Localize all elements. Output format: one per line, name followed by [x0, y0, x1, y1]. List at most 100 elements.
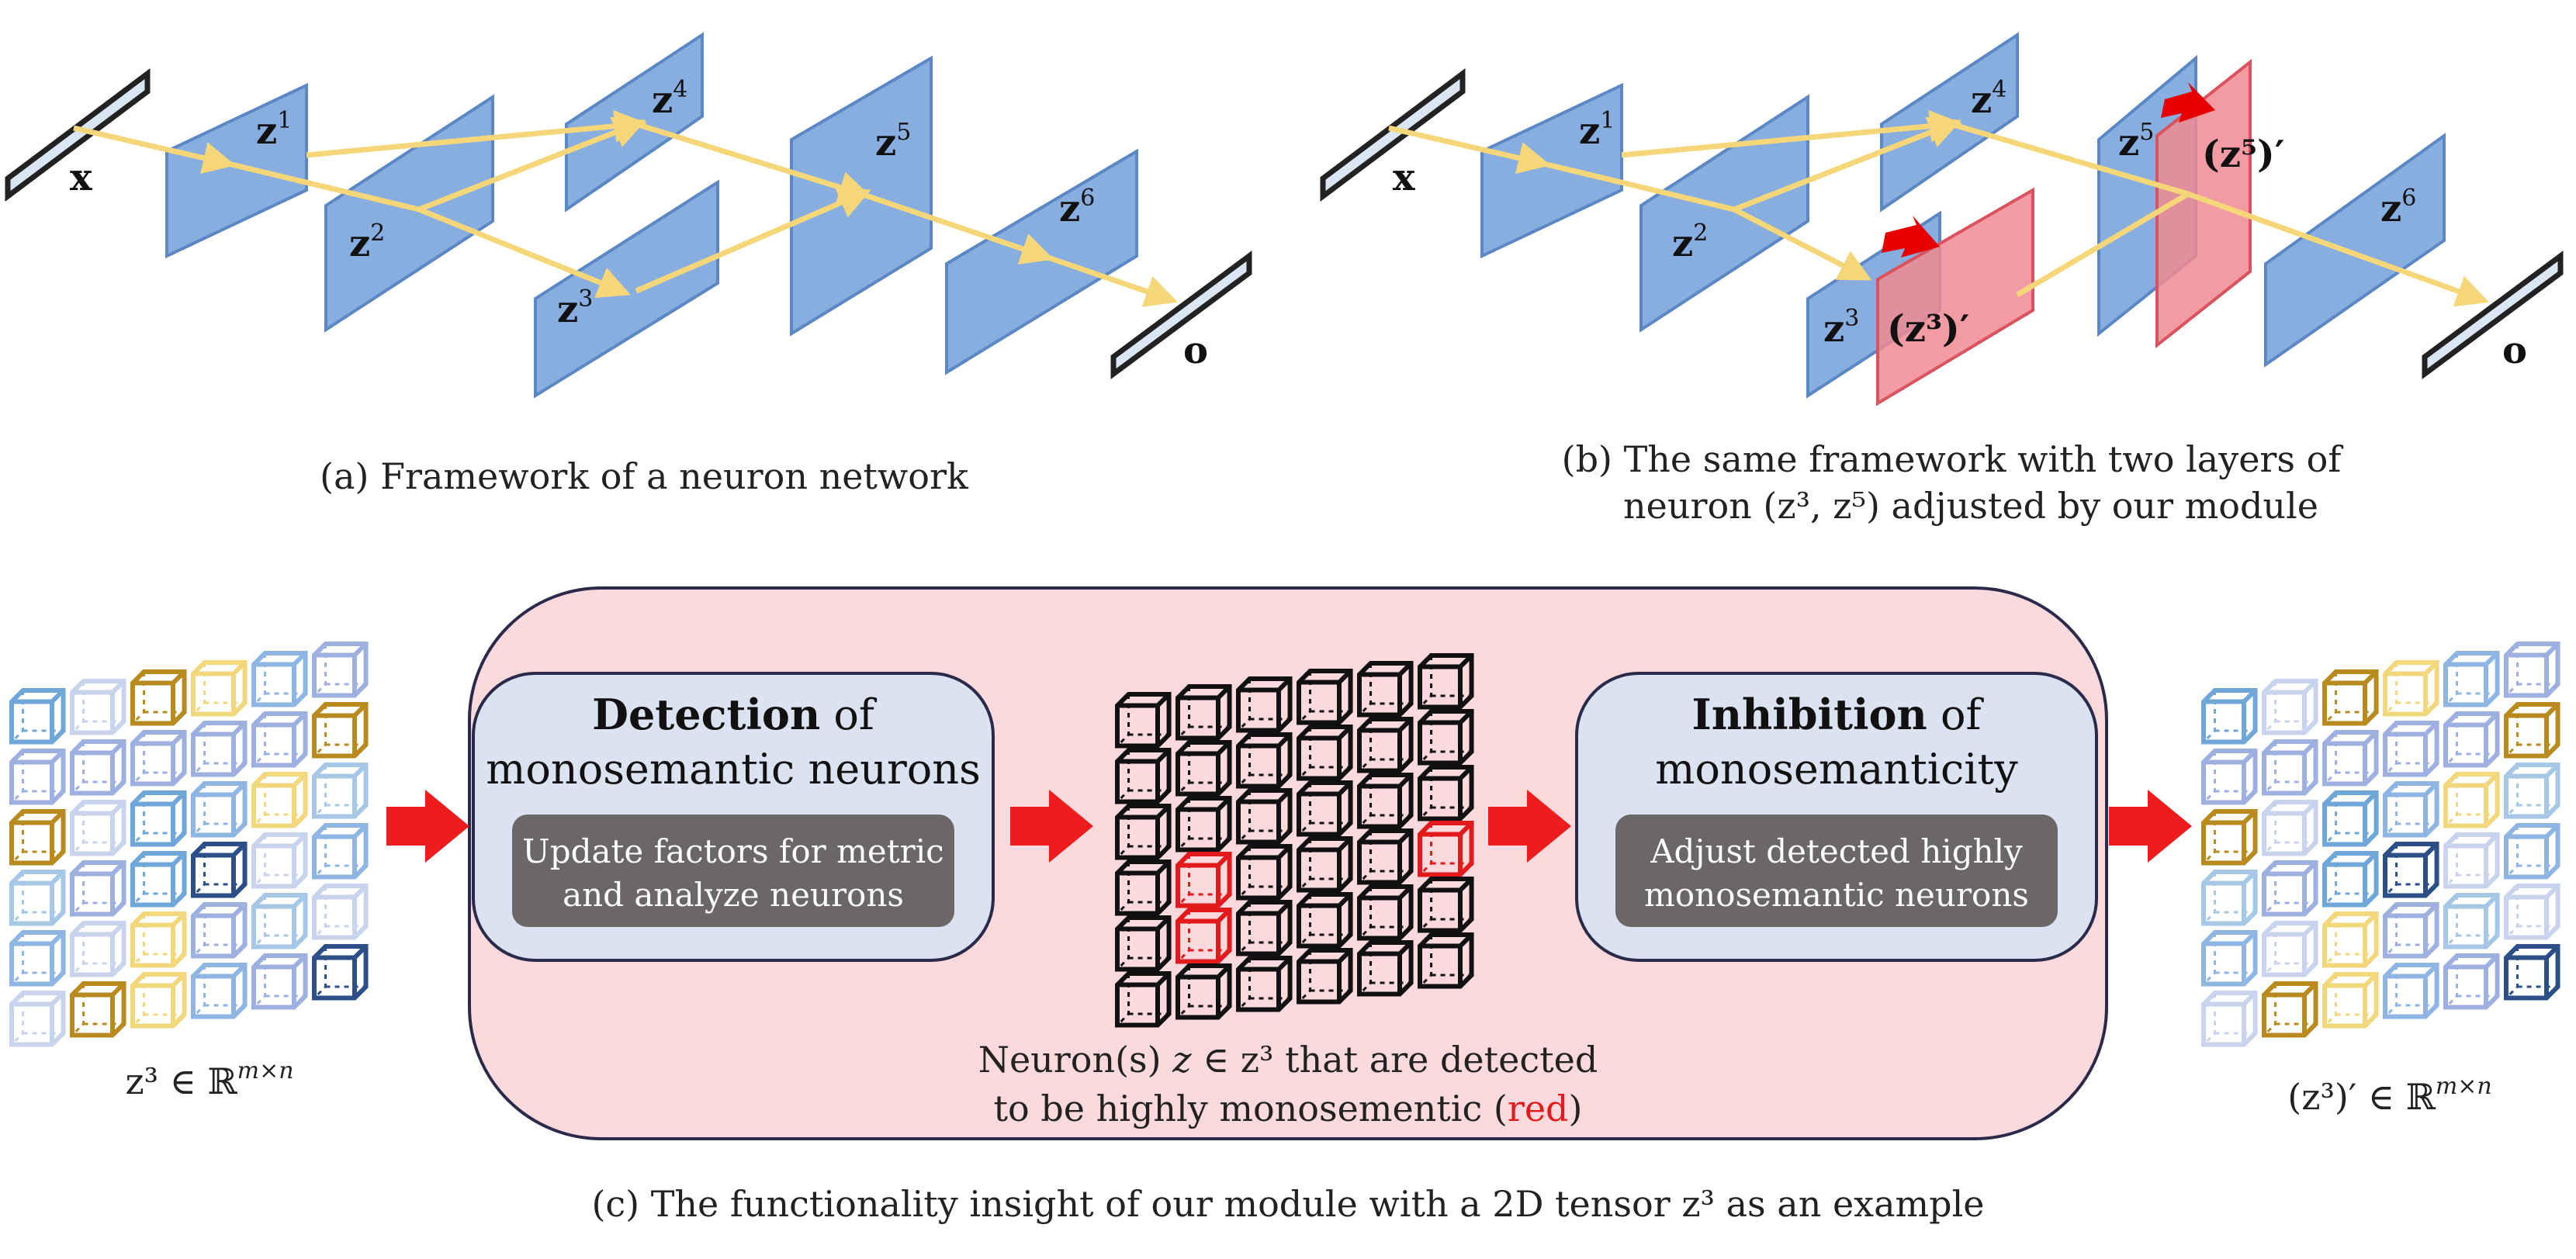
output-bar-o	[1110, 251, 1252, 379]
middle-cube	[1236, 732, 1293, 789]
left-cube	[130, 972, 187, 1029]
right-tensor-label: (z³)′ ∈ ℝm×n	[2287, 1073, 2491, 1118]
right-cube	[2383, 721, 2439, 777]
label-z2: z2	[349, 220, 385, 265]
right-cube	[2262, 800, 2318, 856]
detection-title: Detection of	[592, 690, 878, 739]
middle-cube	[1236, 844, 1293, 901]
middle-cube	[1418, 932, 1474, 989]
middle-cube	[1115, 804, 1172, 860]
input-bar-x-b	[1320, 68, 1466, 202]
right-cube	[2443, 711, 2500, 768]
middle-cube	[1357, 828, 1414, 885]
big-arrow-3	[1488, 790, 1571, 863]
left-cube	[130, 911, 187, 968]
left-cube	[9, 991, 66, 1047]
label-z4: z4	[652, 76, 687, 122]
panel-b: x o z1 z2 z3 z4 z5 z6 (z³)′ (z⁵)′ (b) Th…	[1320, 32, 2564, 527]
label-z5: z5	[875, 119, 911, 164]
left-cube	[70, 679, 126, 735]
right-cube	[2322, 851, 2379, 908]
label-z2-b: z2	[1672, 220, 1708, 265]
label-z6: z6	[1059, 185, 1095, 230]
middle-cube	[1418, 821, 1474, 877]
middle-cube	[1115, 748, 1172, 804]
detection-sub-line2: and analyze neurons	[563, 876, 904, 914]
right-cube	[2504, 763, 2560, 819]
middle-cube	[1175, 796, 1232, 853]
plane-z2-b	[1639, 94, 1809, 333]
caption-b-line1: (b) The same framework with two layers o…	[1562, 438, 2344, 480]
detection-sub-line1: Update factors for metric	[522, 832, 943, 870]
caption-c: (c) The functionality insight of our mod…	[591, 1183, 1984, 1225]
middle-cube	[1418, 765, 1474, 821]
middle-cube	[1357, 940, 1414, 997]
middle-cube	[1175, 852, 1232, 908]
right-cube	[2443, 651, 2500, 707]
plane-z6	[945, 148, 1138, 375]
right-cube	[2504, 702, 2560, 759]
flow-arrows-b	[1388, 109, 2490, 307]
label-z5-b: z5	[2118, 119, 2154, 164]
right-cube	[2383, 660, 2439, 717]
middle-cube	[1297, 948, 1353, 1005]
left-cube	[9, 809, 66, 866]
right-cube	[2201, 688, 2258, 745]
caption-b-line2: neuron (z³, z⁵) adjusted by our module	[1623, 485, 2318, 527]
left-cube	[251, 832, 308, 889]
right-cube	[2443, 832, 2500, 889]
left-cube	[312, 944, 369, 1001]
panel-a: x o z1 z2 z3 z4 z5 z6 (a) Framework of a…	[5, 32, 1252, 497]
middle-cube	[1297, 725, 1353, 781]
left-cube	[191, 660, 248, 717]
right-cube	[2322, 669, 2379, 726]
tensor-z3-prime-cubes	[2201, 642, 2560, 1047]
middle-cube	[1357, 773, 1414, 829]
middle-cube	[1297, 669, 1353, 725]
middle-cube	[1236, 900, 1293, 956]
middle-cube	[1418, 653, 1474, 710]
caption-a: (a) Framework of a neuron network	[320, 455, 969, 497]
left-cube	[251, 953, 308, 1010]
inhibition-title-line2: monosemanticity	[1655, 745, 2018, 794]
label-o-b: o	[2502, 329, 2527, 372]
middle-cube	[1115, 692, 1172, 749]
inhibition-title: Inhibition of	[1692, 690, 1985, 739]
middle-cube	[1297, 836, 1353, 893]
middle-cube	[1236, 676, 1293, 733]
right-cube	[2262, 739, 2318, 796]
label-x: x	[70, 156, 92, 199]
plane-z5-adjusted	[2155, 58, 2252, 349]
label-z3-b: z3	[1823, 305, 1859, 351]
middle-note-line1: Neuron(s) z ∈ z³ that are detected	[978, 1039, 1598, 1081]
middle-cube	[1175, 740, 1232, 797]
left-cube	[130, 730, 187, 787]
right-cube	[2201, 870, 2258, 926]
inhibition-sub-line1: Adjust detected highly	[1650, 832, 2023, 870]
right-cube	[2262, 921, 2318, 977]
middle-cube	[1357, 884, 1414, 941]
middle-note-line2: to be highly monosementic (red)	[994, 1088, 1583, 1129]
big-arrow-1	[386, 790, 469, 863]
label-z4-b: z4	[1971, 76, 2006, 122]
detected-neuron-cubes	[1115, 653, 1474, 1028]
left-cube	[312, 702, 369, 759]
right-cube	[2383, 902, 2439, 959]
right-cube	[2383, 963, 2439, 1019]
middle-cube	[1175, 908, 1232, 964]
right-cube	[2201, 991, 2258, 1047]
input-bar-x	[5, 68, 151, 202]
left-cube	[9, 870, 66, 926]
middle-cube	[1357, 717, 1414, 773]
left-cube	[70, 800, 126, 856]
right-cube	[2322, 972, 2379, 1029]
left-cube	[251, 772, 308, 828]
left-cube	[191, 721, 248, 777]
left-cube	[130, 851, 187, 908]
left-cube	[251, 893, 308, 949]
left-cube	[9, 688, 66, 745]
label-z1-b: z1	[1579, 107, 1615, 153]
right-cube	[2201, 930, 2258, 987]
big-arrow-2	[1010, 790, 1093, 863]
